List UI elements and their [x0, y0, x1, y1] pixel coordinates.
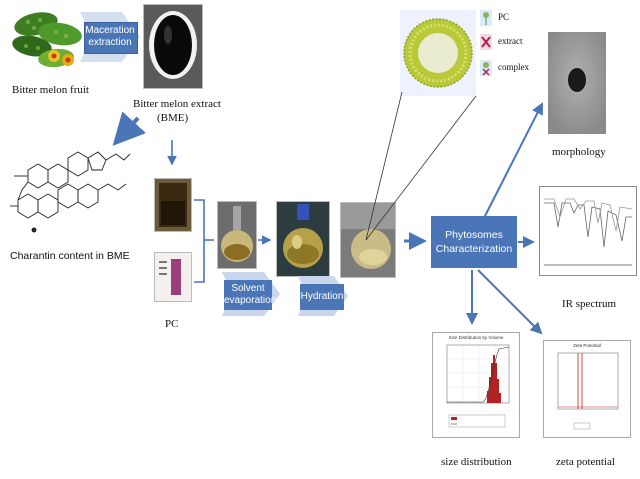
pc-label: PC	[165, 318, 179, 330]
charantin-structure-image	[8, 140, 134, 240]
maceration-extraction-label: Maceration extraction	[85, 25, 135, 48]
zeta-potential-label: zeta potential	[556, 456, 615, 468]
morphology-label: morphology	[552, 146, 606, 158]
legend-complex-label: complex	[498, 62, 529, 72]
ir-spectrum-chart	[539, 186, 637, 276]
zeta-chart-title: Zeta Potential	[573, 343, 601, 348]
size-chart-title: Size Distribution by Volume	[448, 335, 504, 340]
legend-pc-label: PC	[498, 12, 510, 22]
legend-extract-label: extract	[498, 36, 523, 46]
legend-extract-icon	[480, 34, 492, 50]
solvent-evaporation-label: Solvent evaporation	[224, 283, 277, 306]
hydration-box	[300, 284, 344, 310]
bme-jar-image	[143, 4, 203, 89]
hydration-label: Hydration	[300, 291, 344, 302]
bitter-melon-fruit-label: Bitter melon fruit	[12, 84, 89, 96]
phytosome-vesicle-diagram	[400, 10, 476, 96]
phytosomes-characterization-label: Phytosomes Characterization	[435, 229, 513, 255]
hydrated-flask-image	[276, 201, 330, 277]
legend-complex-icon	[480, 60, 492, 76]
solvent-evaporation-box	[224, 280, 272, 310]
zeta-potential-chart: Zeta Potential	[543, 340, 631, 438]
size-distribution-label: size distribution	[441, 456, 512, 468]
morphology-tem-image	[548, 32, 606, 134]
bme-label-line2: (BME)	[157, 112, 189, 124]
bme-label-line1: Bitter melon extract	[133, 98, 221, 110]
bme-vial-image	[154, 178, 192, 232]
ir-spectrum-label: IR spectrum	[562, 298, 617, 310]
size-distribution-chart: Size Distribution by Volume	[432, 332, 520, 438]
charantin-label: Charantin content in BME	[10, 250, 130, 262]
bitter-melon-fruit-image	[10, 6, 84, 72]
pc-packet-image	[154, 252, 192, 302]
maceration-box	[84, 22, 138, 54]
phytosome-flask-image	[340, 202, 396, 278]
legend-pc-icon	[480, 10, 492, 26]
round-flask-image	[217, 201, 257, 269]
